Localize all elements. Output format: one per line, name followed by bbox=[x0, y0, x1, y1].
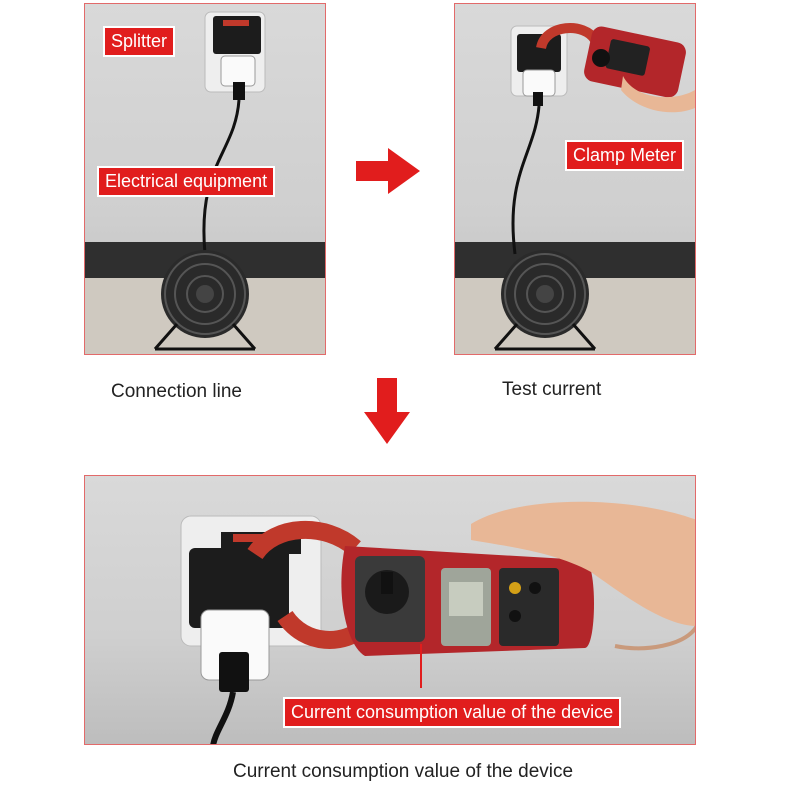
connection-scene bbox=[85, 11, 325, 354]
splitter-label: Splitter bbox=[103, 26, 176, 57]
clamp-meter-label: Clamp Meter bbox=[565, 140, 685, 171]
result-scene bbox=[180, 501, 695, 744]
photo-current-consumption: Current consumption value of the device bbox=[84, 475, 696, 745]
arrow-right-icon bbox=[356, 148, 420, 194]
arrow-down-icon bbox=[364, 378, 410, 444]
current-value-label: Current consumption value of the device bbox=[283, 697, 622, 728]
test-scene bbox=[455, 23, 695, 354]
caption-current-consumption: Current consumption value of the device bbox=[233, 761, 574, 782]
photo-test-current: Clamp Meter bbox=[454, 3, 696, 355]
photo-connection-line: Splitter Electrical equipment bbox=[84, 3, 326, 355]
caption-connection-line: Connection line bbox=[111, 381, 242, 402]
caption-test-current: Test current bbox=[502, 379, 602, 400]
electrical-equipment-label: Electrical equipment bbox=[97, 166, 276, 197]
